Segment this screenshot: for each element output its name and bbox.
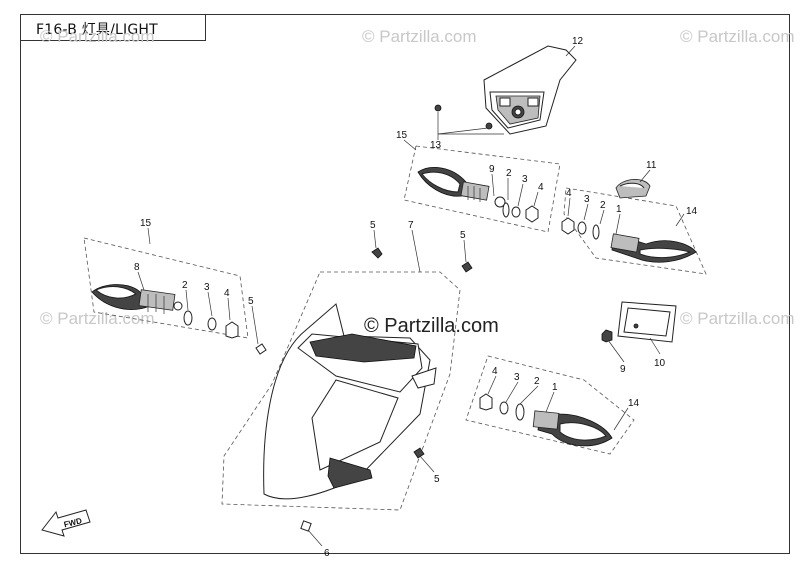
watermark-top-right: © Partzilla.com	[680, 27, 795, 46]
parts-upper-right-washers-nut	[561, 217, 600, 240]
fwd-arrow: FWD	[41, 509, 91, 537]
callout-9-license: 9	[620, 364, 626, 375]
callout-3-upper-right: 3	[584, 194, 590, 205]
callout-4-left: 4	[224, 288, 230, 299]
part-11-rubber-grommet	[615, 179, 651, 199]
callout-4-lower: 4	[492, 366, 498, 377]
callout-4-upper-right: 4	[566, 188, 572, 199]
callout-2-left: 2	[182, 280, 188, 291]
parts-upper-washers-nut	[502, 202, 539, 223]
callout-5-top-right: 5	[460, 230, 466, 241]
part-12-tail-light	[483, 45, 577, 135]
callout-4-upper: 4	[538, 182, 544, 193]
callout-8: 8	[134, 262, 140, 273]
parts-lower-right-washers-nut	[479, 393, 525, 421]
callout-14-upper: 14	[686, 206, 698, 217]
callout-15-left: 15	[140, 218, 152, 229]
callout-9-upper: 9	[489, 164, 495, 175]
watermark-top-center: © Partzilla.com	[362, 27, 477, 46]
callout-2-upper: 2	[506, 168, 512, 179]
callout-5-bottom: 5	[434, 474, 440, 485]
part-9-nut-license	[601, 329, 613, 343]
callout-5-top: 5	[370, 220, 376, 231]
kit-7-headlight-border	[221, 271, 461, 511]
part-1-turn-signal-upper-right	[610, 233, 697, 263]
watermark-top-left: © Partzilla.com	[40, 27, 155, 46]
kit-15-upper-border	[403, 145, 561, 233]
part-13-screws	[434, 104, 493, 130]
callout-11: 11	[646, 160, 657, 171]
kit-14-lower-border	[465, 355, 635, 455]
callout-10: 10	[654, 358, 666, 369]
watermark-center: © Partzilla.com	[364, 315, 499, 337]
watermark-mid-right: © Partzilla.com	[680, 309, 795, 328]
kit-14-upper-border	[563, 187, 707, 275]
part-8-turn-signal-left	[91, 284, 183, 314]
watermark-mid-left: © Partzilla.com	[40, 309, 155, 328]
diagram-title: F16-B 灯具/LIGHT	[36, 22, 158, 38]
callout-7: 7	[408, 220, 414, 231]
part-5-screws-headlight	[371, 247, 473, 459]
title-box	[20, 14, 206, 41]
callout-1-lower: 1	[552, 382, 558, 393]
diagram-frame	[20, 14, 790, 554]
callout-15-upper: 15	[396, 130, 408, 141]
callout-14-lower: 14	[628, 398, 640, 409]
callout-2-lower: 2	[534, 376, 540, 387]
callout-2-upper-right: 2	[600, 200, 606, 211]
callout-6: 6	[324, 548, 330, 559]
callout-labels: 12 13 15 9 2 3 4 4 3 2 1 11 14 15 8 2 3 …	[134, 36, 698, 559]
fwd-label: FWD	[63, 516, 83, 529]
callout-3-left: 3	[204, 282, 210, 293]
part-9-turn-signal-upper	[417, 167, 506, 208]
callout-3-lower: 3	[514, 372, 520, 383]
callout-leaders	[137, 139, 685, 547]
callout-3-upper: 3	[522, 174, 528, 185]
callout-1-upper-right: 1	[616, 204, 622, 215]
part-6-clip	[300, 520, 312, 532]
part-5-screw-left	[255, 343, 267, 355]
callout-5-left: 5	[248, 296, 254, 307]
callout-12: 12	[572, 36, 584, 47]
part-7-headlight	[263, 303, 437, 500]
parts-left-washers-nut	[183, 310, 239, 339]
part-1-turn-signal-lower-right	[532, 410, 613, 447]
callout-13: 13	[430, 140, 442, 151]
part-10-license-light	[617, 301, 677, 343]
kit-15-left-border	[83, 237, 249, 339]
